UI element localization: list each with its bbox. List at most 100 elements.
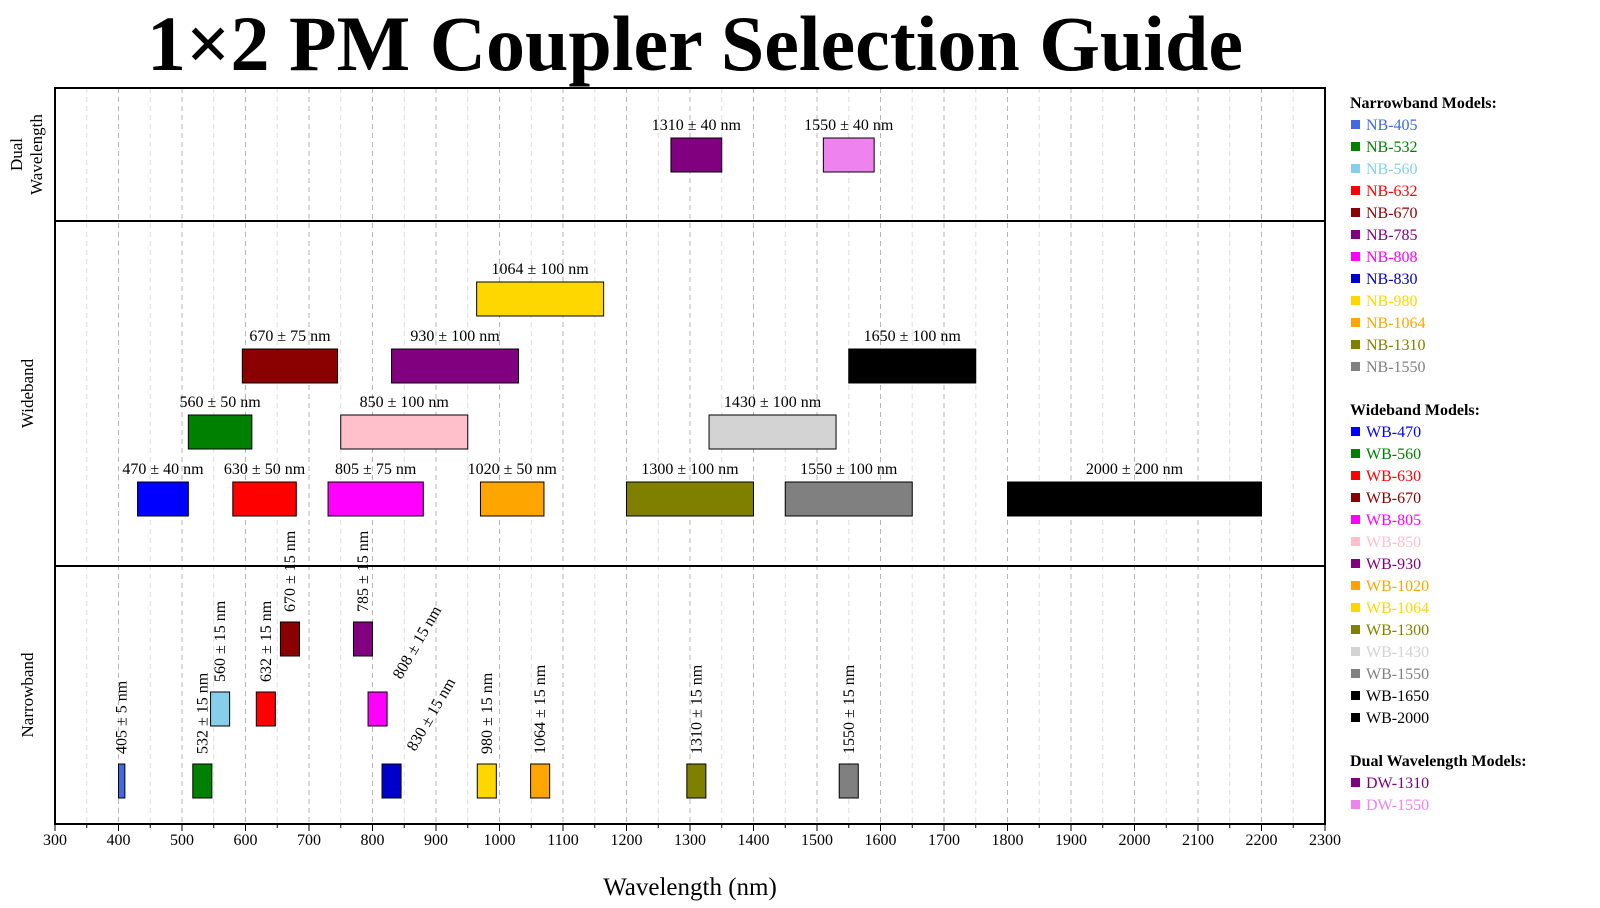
bar-label: 670 ± 75 nm xyxy=(249,328,331,345)
bar-nb-1550 xyxy=(838,763,859,799)
bar-nb-808 xyxy=(367,691,388,727)
x-tick-label: 1900 xyxy=(1055,832,1087,849)
bar-wb-1064 xyxy=(476,281,605,317)
legend-group-title: Narrowband Models: xyxy=(1350,95,1497,112)
bar-dw-1310 xyxy=(670,137,723,173)
legend-swatch xyxy=(1351,713,1360,722)
legend: Narrowband Models:NB-405NB-532NB-560NB-6… xyxy=(1350,95,1527,814)
panel-label: Wideband xyxy=(18,358,37,428)
x-tick-label: 1700 xyxy=(928,832,960,849)
legend-swatch xyxy=(1351,669,1360,678)
bar-label: 470 ± 40 nm xyxy=(122,461,204,478)
bar-label: 1020 ± 50 nm xyxy=(468,461,558,478)
page-title: 1×2 PM Coupler Selection Guide xyxy=(147,0,1243,87)
legend-entry: WB-2000 xyxy=(1366,710,1429,727)
bar-wb-470 xyxy=(137,481,189,517)
legend-swatch xyxy=(1351,493,1360,502)
x-tick-label: 500 xyxy=(170,832,194,849)
x-tick-label: 1300 xyxy=(674,832,706,849)
bar-wb-1650 xyxy=(848,348,977,384)
bar-wb-1550 xyxy=(784,481,913,517)
x-tick-label: 700 xyxy=(297,832,321,849)
bar-label: 1550 ± 40 nm xyxy=(804,117,894,134)
legend-entry: NB-785 xyxy=(1366,227,1418,244)
legend-entry: NB-830 xyxy=(1366,271,1418,288)
panel-label: Wavelength xyxy=(27,114,46,195)
bar-label: 670 ± 15 nm xyxy=(282,530,299,612)
legend-swatch xyxy=(1351,625,1360,634)
legend-swatch xyxy=(1351,647,1360,656)
bar-wb-805 xyxy=(327,481,424,517)
bar-nb-632 xyxy=(255,691,276,727)
legend-entry: NB-405 xyxy=(1366,117,1418,134)
bar-label: 785 ± 15 nm xyxy=(355,530,372,612)
legend-entry: NB-632 xyxy=(1366,183,1418,200)
grid-lines xyxy=(86,88,1294,824)
legend-group-title: Wideband Models: xyxy=(1350,402,1480,419)
bar-label: 560 ± 50 nm xyxy=(179,394,261,411)
bar-label: 532 ± 15 nm xyxy=(194,672,211,754)
x-tick-label: 400 xyxy=(107,832,131,849)
bar-label: 980 ± 15 nm xyxy=(479,672,496,754)
bar-wb-1430 xyxy=(708,414,837,450)
x-tick-label: 300 xyxy=(43,832,67,849)
bar-wb-850 xyxy=(340,414,469,450)
legend-swatch xyxy=(1351,449,1360,458)
bar-label: 405 ± 5 nm xyxy=(114,680,131,754)
legend-entry: NB-808 xyxy=(1366,249,1418,266)
bar-label: 850 ± 100 nm xyxy=(360,394,450,411)
legend-swatch xyxy=(1351,186,1360,195)
legend-entry: WB-850 xyxy=(1366,534,1421,551)
legend-entry: WB-630 xyxy=(1366,468,1421,485)
bar-label: 830 ± 15 nm xyxy=(404,675,460,754)
legend-entry: WB-1064 xyxy=(1366,600,1429,617)
legend-entry: WB-1300 xyxy=(1366,622,1429,639)
bar-wb-630 xyxy=(232,481,297,517)
bar-label: 632 ± 15 nm xyxy=(258,600,275,682)
panel-label: Dual xyxy=(7,138,26,171)
bar-label: 1300 ± 100 nm xyxy=(641,461,739,478)
legend-swatch xyxy=(1351,515,1360,524)
bar-label: 1064 ± 100 nm xyxy=(492,261,590,278)
bar-nb-532 xyxy=(192,763,213,799)
x-tick-label: 1800 xyxy=(992,832,1024,849)
bar-label: 1310 ± 40 nm xyxy=(652,117,742,134)
bar-label: 1310 ± 15 nm xyxy=(688,664,705,754)
legend-entry: WB-670 xyxy=(1366,490,1421,507)
legend-swatch xyxy=(1351,274,1360,283)
panel-label: Narrowband xyxy=(18,652,37,737)
bar-nb-560 xyxy=(210,691,231,727)
x-tick-label: 2100 xyxy=(1182,832,1214,849)
legend-swatch xyxy=(1351,296,1360,305)
legend-swatch xyxy=(1351,164,1360,173)
bar-label: 560 ± 15 nm xyxy=(212,600,229,682)
x-tick-label: 1400 xyxy=(738,832,770,849)
bar-nb-830 xyxy=(381,763,402,799)
legend-swatch xyxy=(1351,120,1360,129)
bar-label: 805 ± 75 nm xyxy=(335,461,417,478)
legend-entry: WB-930 xyxy=(1366,556,1421,573)
legend-entry: NB-560 xyxy=(1366,161,1418,178)
x-tick-label: 900 xyxy=(424,832,448,849)
bar-wb-2000 xyxy=(1007,481,1262,517)
bar-label: 1650 ± 100 nm xyxy=(864,328,962,345)
legend-swatch xyxy=(1351,800,1360,809)
legend-swatch xyxy=(1351,230,1360,239)
legend-entry: WB-1430 xyxy=(1366,644,1429,661)
legend-group-title: Dual Wavelength Models: xyxy=(1350,753,1527,770)
legend-entry: NB-670 xyxy=(1366,205,1418,222)
legend-entry: WB-470 xyxy=(1366,424,1421,441)
bar-wb-1300 xyxy=(626,481,754,517)
legend-entry: NB-1550 xyxy=(1366,359,1426,376)
legend-entry: WB-1650 xyxy=(1366,688,1429,705)
legend-swatch xyxy=(1351,318,1360,327)
bar-wb-930 xyxy=(391,348,520,384)
x-tick-label: 1500 xyxy=(801,832,833,849)
legend-swatch xyxy=(1351,362,1360,371)
x-tick-label: 2000 xyxy=(1119,832,1151,849)
legend-entry: NB-980 xyxy=(1366,293,1418,310)
legend-entry: DW-1310 xyxy=(1366,775,1429,792)
legend-entry: DW-1550 xyxy=(1366,797,1429,814)
